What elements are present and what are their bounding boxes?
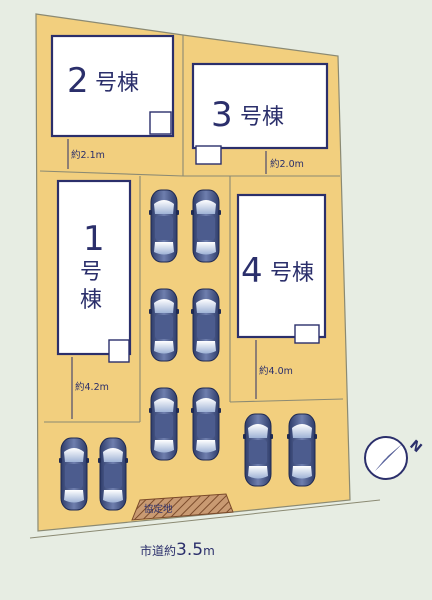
road-edge	[29, 499, 381, 539]
road-label: 市道約3.5m	[140, 540, 215, 560]
car-center-right-2	[190, 288, 222, 362]
house-2: 2 号棟	[50, 34, 175, 138]
road-label-prefix: 市道約	[140, 543, 176, 558]
house-3-number: 3	[211, 95, 233, 135]
car-center-left-2	[148, 288, 180, 362]
car-house1-b	[97, 437, 129, 511]
compass-north-icon: N	[364, 436, 424, 480]
house-1-footprint	[56, 179, 132, 356]
agreement-area-label: 協定地	[144, 503, 173, 515]
road-label-unit: m	[203, 544, 215, 558]
car-center-left-1	[148, 189, 180, 263]
dim-house2-label: 約2.1m	[71, 149, 105, 161]
boundary-house4-bottom	[229, 398, 344, 403]
house-1-suffix-b: 棟	[80, 288, 102, 313]
house-2-entrance	[149, 111, 172, 135]
house-4-footprint	[236, 193, 327, 339]
dim-house1-label: 約4.2m	[75, 381, 109, 393]
car-house4-a	[242, 413, 274, 487]
car-center-left-3	[148, 387, 180, 461]
lot-boundaries	[39, 35, 344, 423]
boundary-house2-house1	[39, 170, 184, 177]
dim-house4-label: 約4.0m	[259, 365, 293, 377]
agreement-area	[131, 493, 234, 521]
car-center-right-1	[190, 189, 222, 263]
house-3: 3 号棟	[191, 62, 329, 165]
house-1-suffix-a: 号	[80, 260, 102, 285]
road-label-value: 3.5	[176, 540, 203, 560]
house-2-number: 2	[67, 61, 89, 101]
house-2-suffix: 号棟	[95, 71, 139, 96]
dim-house3-label: 約2.0m	[270, 158, 304, 170]
house-4-number: 4	[241, 251, 263, 291]
house-3-suffix: 号棟	[240, 105, 284, 130]
house-4-suffix: 号棟	[270, 261, 314, 286]
house-3-entrance	[195, 145, 222, 165]
house-3-footprint	[191, 62, 329, 150]
house-1-number: 1	[83, 219, 105, 259]
compass-letter: N	[406, 438, 424, 456]
house-4: 4 号棟	[236, 193, 327, 344]
car-center-right-3	[190, 387, 222, 461]
car-house1-a	[58, 437, 90, 511]
house-1-entrance	[108, 339, 130, 363]
house-4-entrance	[294, 324, 320, 344]
house-1: 1 号 棟	[56, 179, 132, 363]
car-house4-b	[286, 413, 318, 487]
dimension-markers	[67, 139, 267, 419]
